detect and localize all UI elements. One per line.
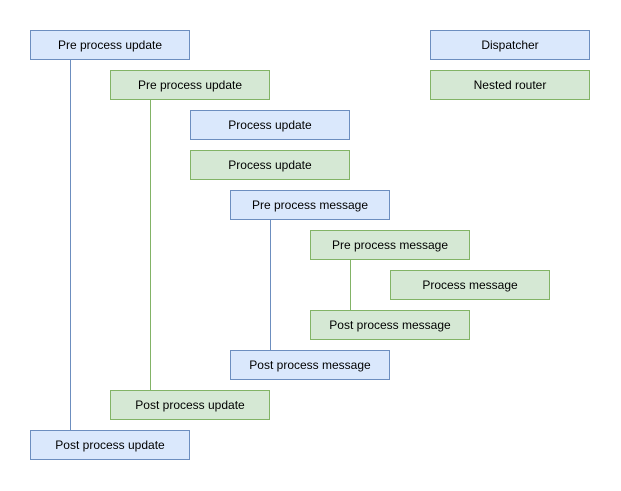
edge-pre-message-to-post-message-dispatcher (270, 220, 271, 350)
node-process-update-nested-router: Process update (190, 150, 350, 180)
node-process-update-dispatcher: Process update (190, 110, 350, 140)
legend-dispatcher: Dispatcher (430, 30, 590, 60)
node-pre-process-message-dispatcher: Pre process message (230, 190, 390, 220)
node-process-message-nested-router: Process message (390, 270, 550, 300)
legend-nested-router: Nested router (430, 70, 590, 100)
node-pre-process-message-nested-router: Pre process message (310, 230, 470, 260)
node-post-process-message-dispatcher: Post process message (230, 350, 390, 380)
node-post-process-update-nested-router: Post process update (110, 390, 270, 420)
node-post-process-update-dispatcher: Post process update (30, 430, 190, 460)
edge-pre-message-to-post-message-nested-router (350, 260, 351, 310)
node-post-process-message-nested-router: Post process message (310, 310, 470, 340)
edge-pre-update-to-post-update-dispatcher (70, 60, 71, 430)
edge-pre-update-to-post-update-nested-router (150, 100, 151, 390)
node-pre-process-update-dispatcher: Pre process update (30, 30, 190, 60)
node-pre-process-update-nested-router: Pre process update (110, 70, 270, 100)
